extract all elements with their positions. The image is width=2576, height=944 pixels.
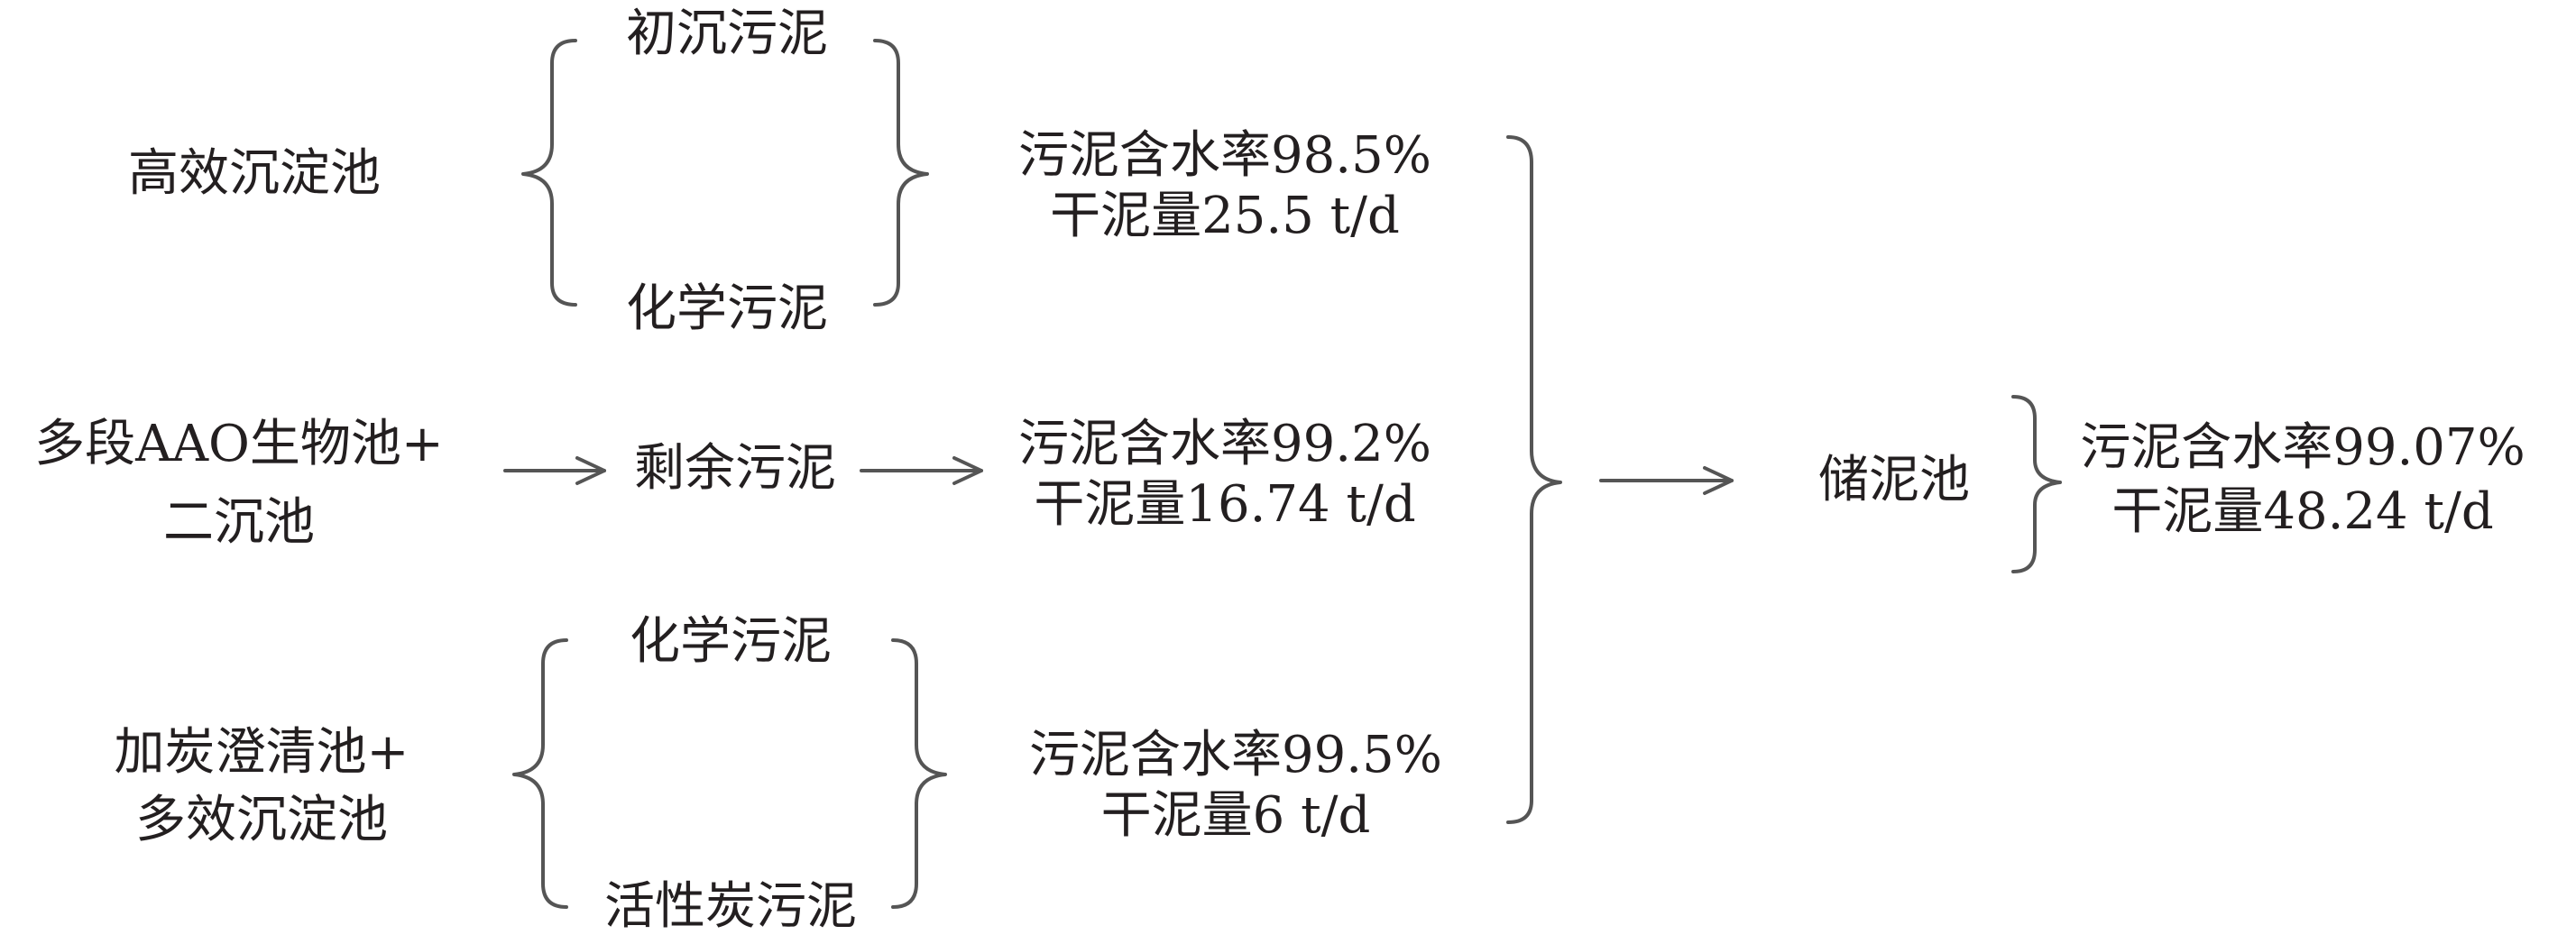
- output-1-moisture: 污泥含水率98.5%: [1018, 126, 1431, 185]
- brace-left-1: [521, 39, 577, 307]
- source-2-name-line2: 二沉池: [163, 493, 315, 552]
- brace-left-3: [512, 638, 568, 909]
- source-3-top-sludge: 化学污泥: [630, 612, 832, 671]
- source-1-name: 高效沉淀池: [128, 144, 381, 203]
- output-2-moisture: 污泥含水率99.2%: [1018, 415, 1431, 473]
- brace-storage: [2011, 395, 2062, 573]
- arrow-head-3: [1703, 466, 1734, 495]
- source-3-name-line2: 多效沉淀池: [135, 791, 388, 849]
- brace-right-3: [891, 638, 947, 909]
- source-3-bottom-sludge: 活性炭污泥: [604, 877, 857, 936]
- output-3-dry: 干泥量6 t/d: [1100, 786, 1371, 845]
- source-1-top-sludge: 初沉污泥: [626, 5, 828, 63]
- storage-name: 储泥池: [1818, 451, 1970, 509]
- source-2-sludge: 剩余污泥: [634, 439, 836, 498]
- arrow-head-2: [952, 456, 983, 485]
- arrow-head-1: [575, 456, 606, 485]
- output-1-dry: 干泥量25.5 t/d: [1050, 187, 1400, 245]
- source-3-name-line1: 加炭澄清池+: [114, 723, 409, 782]
- output-3-moisture: 污泥含水率99.5%: [1029, 726, 1442, 784]
- brace-merge: [1506, 135, 1562, 824]
- output-2-dry: 干泥量16.74 t/d: [1034, 475, 1416, 534]
- source-1-bottom-sludge: 化学污泥: [626, 280, 828, 338]
- source-2-name-line1: 多段AAO生物池+: [34, 415, 444, 473]
- storage-moisture: 污泥含水率99.07%: [2080, 418, 2525, 477]
- brace-right-1: [873, 39, 929, 307]
- storage-dry: 干泥量48.24 t/d: [2111, 482, 2494, 541]
